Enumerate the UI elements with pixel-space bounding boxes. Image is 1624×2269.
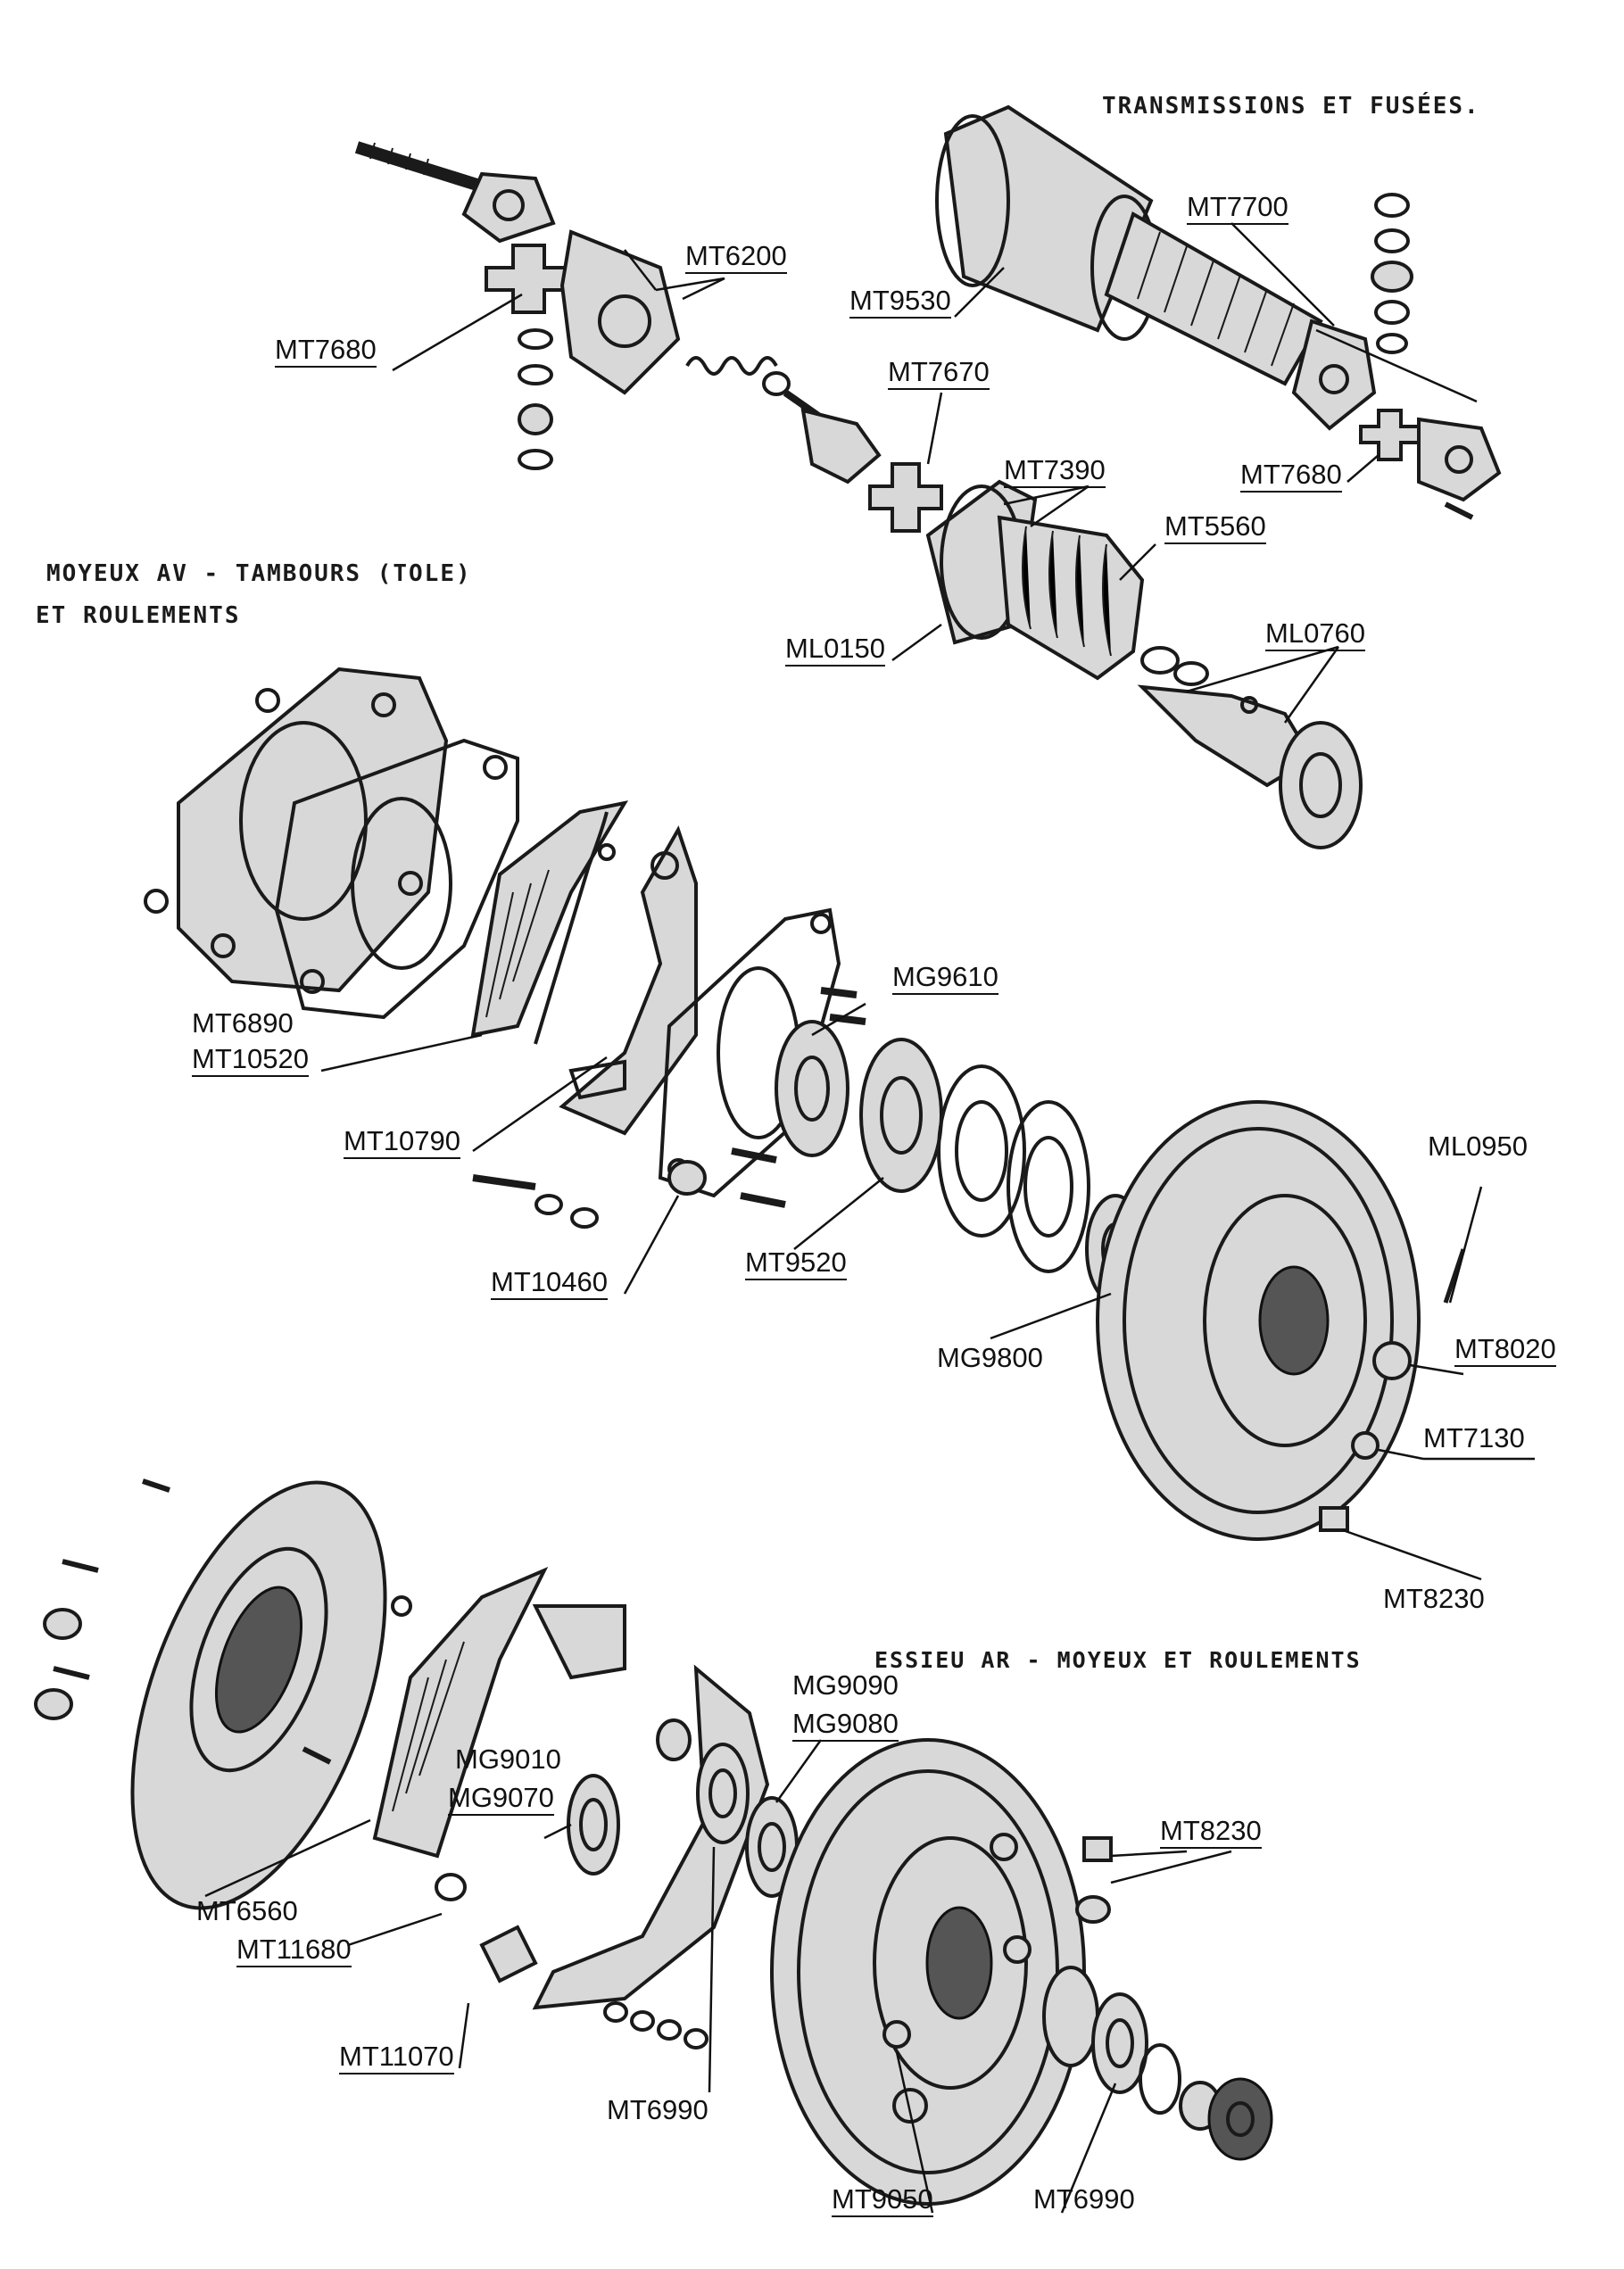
callout-mt10520: MT10520 [192, 1044, 309, 1077]
callout-mg9070: MG9070 [448, 1783, 554, 1816]
callout-mt7390: MT7390 [1004, 455, 1106, 488]
transmission-shaft-right [935, 104, 1502, 520]
callout-mg9610: MG9610 [892, 962, 998, 995]
callout-mt10790: MT10790 [344, 1126, 460, 1159]
section-title-front-hubs-line1: MOYEUX AV - TAMBOURS (TOLE) [46, 560, 472, 587]
rear-brake-drum [770, 1738, 1111, 2206]
section-title-rear-axle: ESSIEU AR - MOYEUX ET ROULEMENTS [874, 1647, 1362, 1673]
callout-mt6890: MT6890 [192, 1007, 294, 1039]
front-brake-drum [1096, 1100, 1466, 1541]
callout-mt8230-a: MT8230 [1383, 1583, 1485, 1614]
callout-mt5560: MT5560 [1164, 511, 1266, 544]
rear-brake-shoe-plain [479, 1604, 770, 2010]
callout-mt9530: MT9530 [849, 286, 951, 319]
callout-mt6200: MT6200 [685, 241, 787, 274]
callout-mt10460: MT10460 [491, 1267, 608, 1300]
front-misc-bolts [472, 987, 866, 1229]
rear-brake-backplate [34, 1478, 412, 1910]
leader-lines [204, 222, 1535, 2214]
rear-brake-shoe-lined [372, 1567, 549, 1901]
callout-mt7680-b: MT7680 [1240, 460, 1342, 493]
callout-mt9050: MT9050 [832, 2184, 933, 2217]
callout-mt9520: MT9520 [745, 1247, 847, 1280]
front-hub-bearing-set [775, 1020, 1146, 1304]
callout-mt6990-a: MT6990 [607, 2094, 708, 2125]
section-title-front-hubs-line2: ET ROULEMENTS [36, 602, 241, 629]
callout-ml0950: ML0950 [1428, 1130, 1529, 1162]
callout-mt7130: MT7130 [1423, 1422, 1525, 1453]
front-brake-plate-gasket [274, 738, 519, 1020]
callout-mg9090: MG9090 [792, 1669, 899, 1701]
transmission-shaft-left [354, 141, 943, 533]
front-brake-spring [534, 811, 616, 1045]
callout-mg9010: MG9010 [455, 1743, 561, 1775]
callout-mt7670: MT7670 [888, 357, 990, 390]
callout-mt8230-b: MT8230 [1160, 1816, 1262, 1849]
section-title-transmissions: TRANSMISSIONS ET FUSÉES. [1102, 93, 1480, 120]
front-brake-shoe-lined [470, 800, 629, 1038]
callout-mt6990-b: MT6990 [1033, 2183, 1135, 2215]
callout-mt7680-a: MT7680 [275, 335, 377, 368]
rear-hub-outer-parts [1042, 1836, 1273, 2161]
callout-mt7700: MT7700 [1187, 192, 1288, 225]
front-brake-backplate [144, 667, 449, 993]
callout-mt8020: MT8020 [1454, 1334, 1556, 1367]
driveshaft-boot-assembly [925, 479, 1363, 849]
callout-mt11680: MT11680 [236, 1934, 352, 1967]
callout-mt6560: MT6560 [196, 1895, 298, 1926]
callout-ml0760: ML0760 [1265, 618, 1366, 651]
callout-mg9080: MG9080 [792, 1709, 899, 1742]
front-brake-shoe-plain [559, 825, 698, 1136]
callout-mg9800: MG9800 [937, 1342, 1043, 1373]
callout-ml0150: ML0150 [785, 633, 886, 667]
callout-mt11070: MT11070 [339, 2041, 454, 2074]
